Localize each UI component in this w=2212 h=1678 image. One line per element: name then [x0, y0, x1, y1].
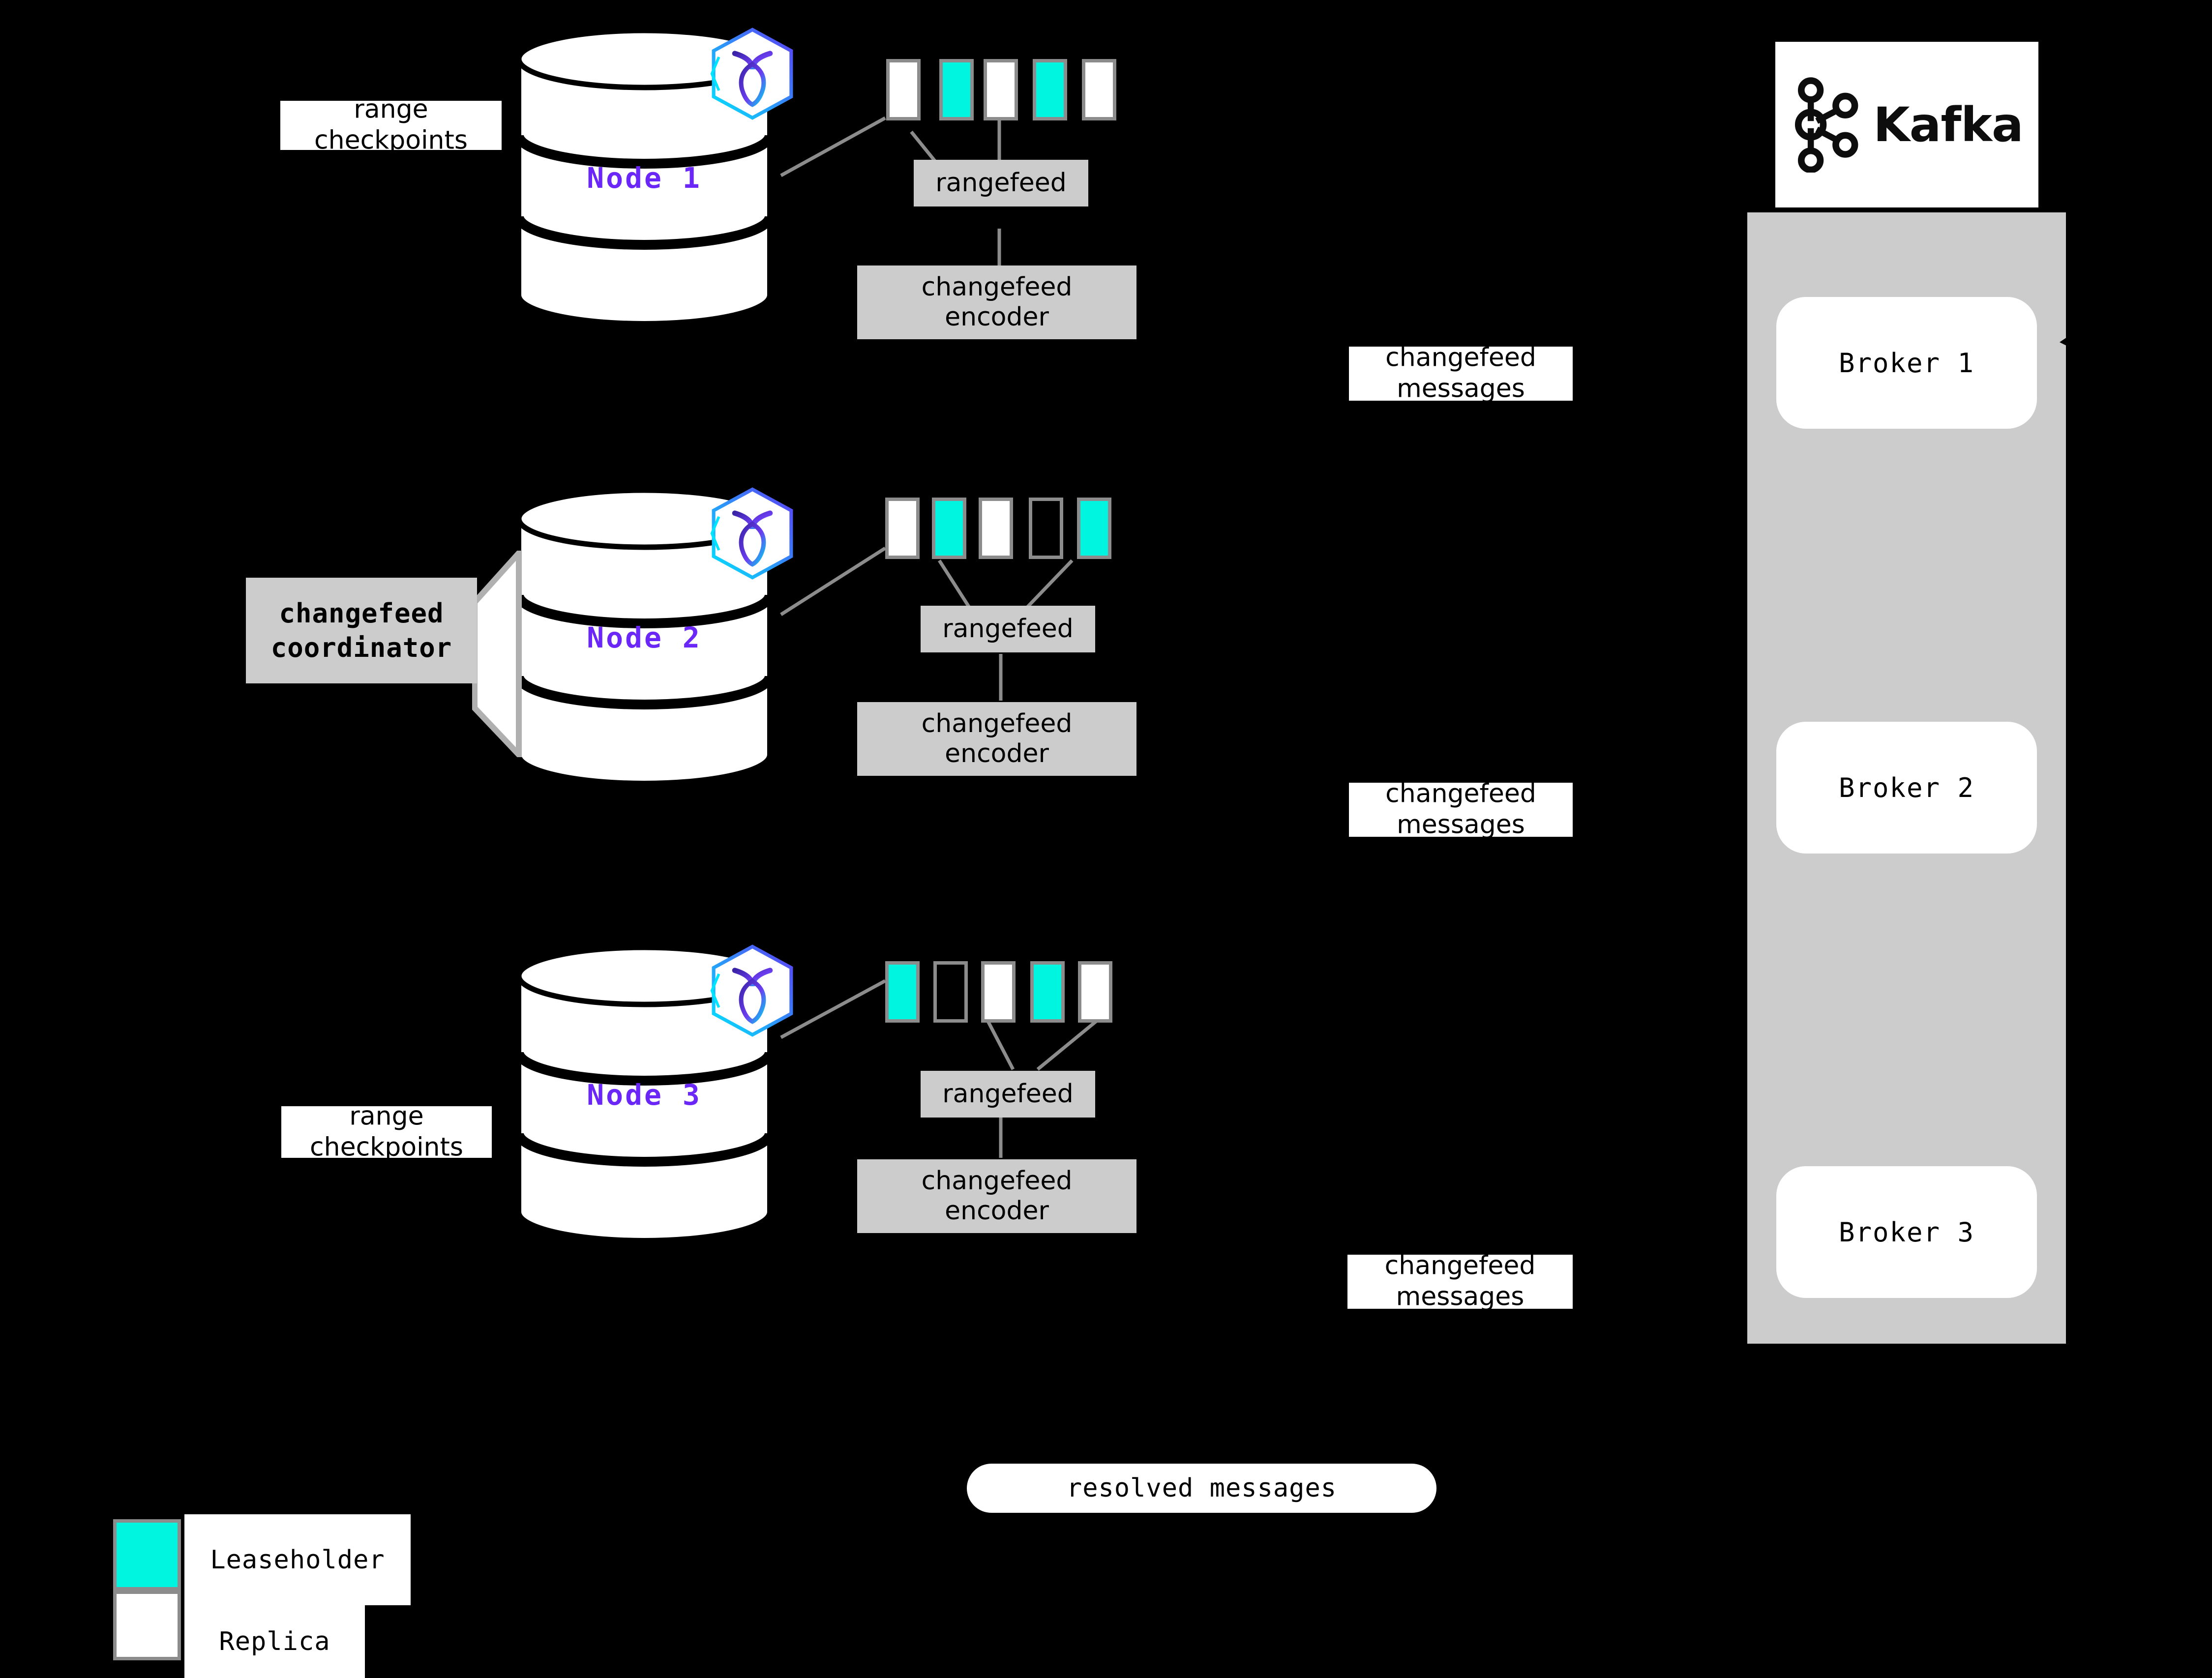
range-checkpoints-text: range checkpoints	[314, 94, 468, 155]
legend-swatch-replica	[113, 1590, 181, 1660]
replica-box[interactable]	[932, 498, 966, 559]
kafka-wordmark: Kafka	[1873, 97, 2024, 152]
changefeed-messages-text: changefeed messages	[1385, 343, 1536, 404]
replica-box[interactable]	[1077, 498, 1111, 559]
broker-box[interactable]: Broker 2	[1776, 722, 2037, 854]
changefeed-coordinator-box[interactable]: changefeed coordinator	[246, 578, 477, 683]
changefeed-messages-label: changefeed messages	[1347, 1251, 1573, 1312]
rangefeed-box[interactable]: rangefeed	[914, 160, 1088, 206]
node-cylinder	[514, 944, 775, 1243]
changefeed-encoder-box[interactable]: changefeed encoder	[857, 1159, 1136, 1233]
cockroachdb-logo-icon	[710, 28, 793, 120]
changefeed-encoder-box[interactable]: changefeed encoder	[857, 702, 1136, 776]
replica-box[interactable]	[886, 59, 921, 120]
replica-box[interactable]	[981, 961, 1016, 1023]
coordinator-arrow-shape	[472, 551, 522, 757]
replica-box[interactable]	[984, 59, 1018, 120]
node-group-2: Node 2	[514, 487, 775, 786]
changefeed-messages-label: changefeed messages	[1349, 343, 1573, 404]
broker-box[interactable]: Broker 1	[1776, 297, 2037, 429]
range-checkpoints-label: range checkpoints	[281, 1101, 492, 1162]
replica-box[interactable]	[885, 961, 920, 1023]
changefeed-encoder-box[interactable]: changefeed encoder	[857, 265, 1136, 339]
rangefeed-box[interactable]: rangefeed	[921, 1071, 1095, 1118]
replica-box[interactable]	[1030, 961, 1065, 1023]
kafka-logo-box: Kafka	[1775, 42, 2038, 207]
kafka-inbound-arrowhead-icon	[2060, 334, 2071, 348]
rangefeed-box[interactable]: rangefeed	[921, 606, 1095, 652]
replica-box[interactable]	[1033, 59, 1067, 120]
changefeed-messages-label: changefeed messages	[1349, 779, 1573, 840]
replica-box[interactable]	[979, 498, 1013, 559]
legend-swatch-leaseholder	[113, 1519, 181, 1590]
changefeed-messages-text: changefeed messages	[1385, 779, 1536, 840]
legend-label-replica: Replica	[184, 1605, 365, 1678]
replica-box[interactable]	[1082, 59, 1116, 120]
broker-box[interactable]: Broker 3	[1776, 1166, 2037, 1298]
range-checkpoints-label: range checkpoints	[280, 95, 502, 155]
node-cylinder	[514, 28, 775, 326]
replica-box[interactable]	[885, 498, 920, 559]
cockroachdb-logo-icon	[710, 944, 793, 1037]
kafka-node-graph-icon	[1795, 77, 1858, 173]
replica-box[interactable]	[939, 59, 974, 120]
range-checkpoints-text: range checkpoints	[310, 1101, 463, 1162]
cockroachdb-logo-icon	[710, 487, 793, 580]
changefeed-messages-text: changefeed messages	[1384, 1251, 1536, 1312]
legend-label-leaseholder: Leaseholder	[184, 1514, 411, 1605]
node-cylinder	[514, 487, 775, 786]
replica-box[interactable]	[1029, 498, 1063, 559]
resolved-messages-pill: resolved messages	[967, 1464, 1436, 1513]
replica-box[interactable]	[1078, 961, 1112, 1023]
replica-box[interactable]	[933, 961, 968, 1023]
